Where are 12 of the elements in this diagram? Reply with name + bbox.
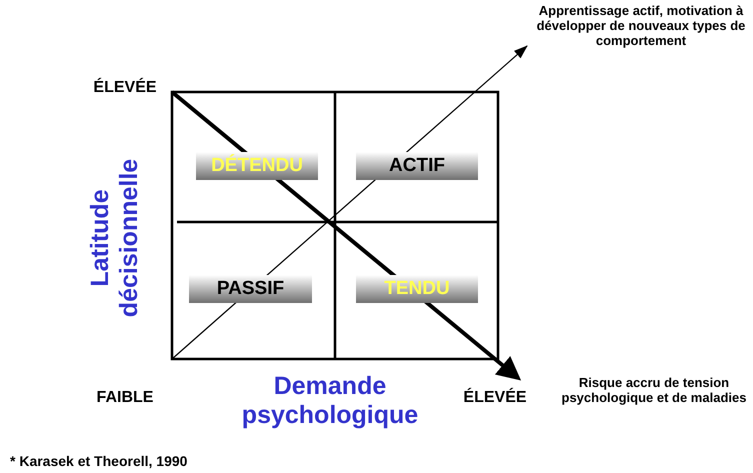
quadrant-label: TENDU: [356, 275, 478, 303]
annotation-text: Risque accru de tension psychologique et de maladies: [560, 376, 748, 406]
source-note: * Karasek et Theorell, 1990: [10, 453, 188, 469]
axis-value-label: ÉLEVÉE: [462, 389, 528, 408]
quadrant-label: DÉTENDU: [196, 152, 318, 180]
axis-title: Latitude décisionnelle: [86, 158, 144, 320]
axis-value-label: FAIBLE: [96, 389, 154, 408]
quadrant-label: ACTIF: [356, 152, 478, 180]
axis-value-label: ÉLEVÉE: [92, 79, 158, 98]
axis-title: Demande psychologique: [240, 372, 420, 430]
quadrant-label: PASSIF: [189, 275, 312, 303]
annotation-text: Apprentissage actif, motivation à développer de nouveaux types de comportement: [536, 4, 746, 49]
